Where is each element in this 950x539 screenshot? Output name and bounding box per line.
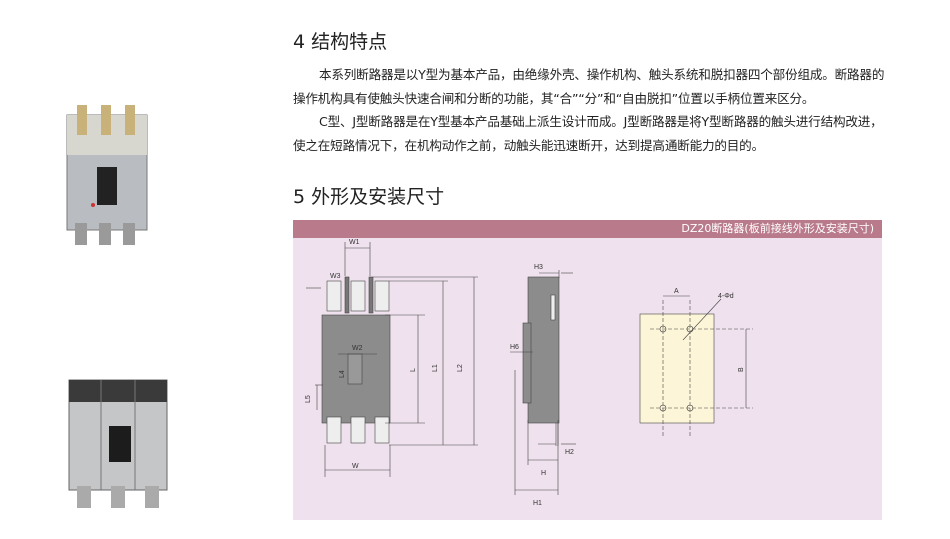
label-w1: W1 (349, 239, 360, 246)
dimension-drawing: W1 W3 W2 L4 L5 L L1 L2 W H3 H6 H2 H H1 A… (305, 239, 753, 507)
label-a: A (674, 288, 679, 295)
label-l1: L1 (432, 364, 439, 372)
label-l2: L2 (457, 364, 464, 372)
label-h3: H3 (534, 264, 543, 271)
section-4-heading: 4 结构特点 (293, 31, 388, 53)
paragraph-variants: C型、J型断路器是在Y型基本产品基础上派生设计而成。J型断路器是将Y型断路器的触… (293, 114, 883, 153)
label-hole: 4-Φd (718, 293, 734, 300)
paragraph-structure: 本系列断路器是以Y型为基本产品，由绝缘外壳、操作机构、触头系统和脱扣器四个部份组… (293, 67, 885, 106)
breaker-photo-top (63, 105, 151, 245)
label-h2: H2 (565, 449, 574, 456)
mounting-plate (639, 313, 715, 424)
dimension-figure: DZ20断路器(板前接线外形及安装尺寸) (293, 220, 882, 520)
label-b: B (738, 367, 745, 372)
label-w3: W3 (330, 273, 341, 280)
label-l4: L4 (339, 370, 346, 378)
label-l: L (410, 368, 417, 372)
figure-caption: DZ20断路器(板前接线外形及安装尺寸) (293, 220, 882, 238)
section-5-heading: 5 外形及安装尺寸 (293, 186, 445, 208)
breaker-image (68, 379, 168, 508)
label-w2: W2 (352, 345, 363, 352)
label-l5: L5 (305, 395, 312, 403)
label-h6: H6 (510, 344, 519, 351)
breaker-photo-bottom (65, 378, 171, 510)
breaker-image (66, 105, 148, 245)
label-h: H (541, 470, 546, 477)
label-w: W (352, 463, 359, 470)
label-h1: H1 (533, 500, 542, 507)
